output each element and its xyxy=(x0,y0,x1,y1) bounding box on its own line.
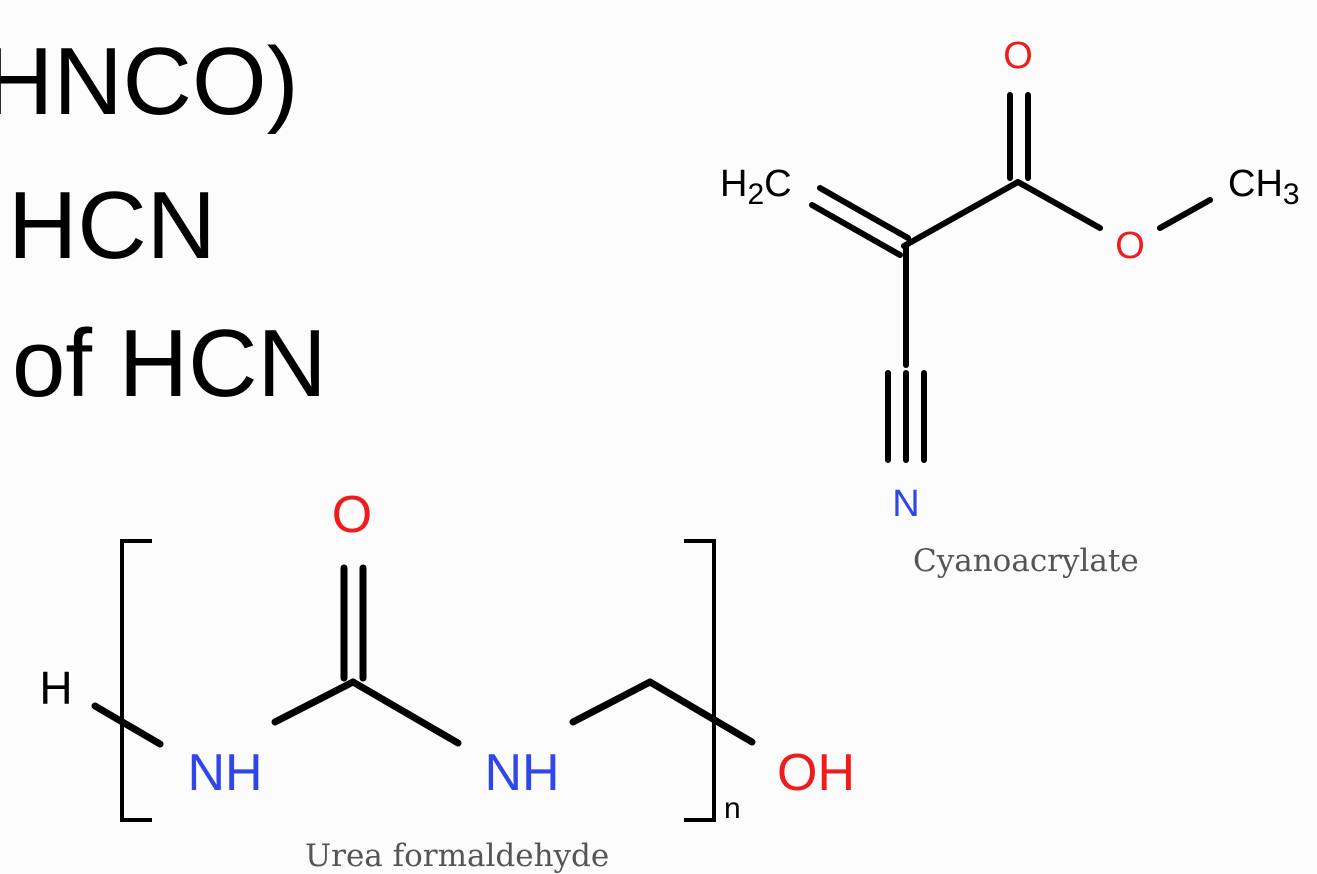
ch2-c: C xyxy=(764,163,791,205)
bond-c-ester-o xyxy=(1015,179,1103,231)
methyl-ch: CH xyxy=(1228,163,1283,205)
urea-end-hydroxyl: OH xyxy=(777,744,855,802)
left-bracket xyxy=(120,539,152,822)
urea-formaldehyde-structure: H O NH NH OH n xyxy=(39,486,855,825)
urea-nh-left: NH xyxy=(187,744,262,802)
slide-text-line-2: HCN xyxy=(8,172,216,279)
cyanoacrylate-caption: Cyanoacrylate xyxy=(913,543,1139,579)
cyano-ester-oxygen: O xyxy=(1115,225,1145,267)
methyl-subscript: 3 xyxy=(1283,178,1300,211)
bond-c-nh xyxy=(349,678,462,747)
slide-text-line-1: HNCO) xyxy=(0,28,299,135)
urea-bonds xyxy=(91,564,756,748)
repeat-brackets xyxy=(120,539,716,822)
bond-ch2-oh xyxy=(646,678,756,746)
urea-repeat-subscript: n xyxy=(724,792,741,825)
urea-formaldehyde-caption: Urea formaldehyde xyxy=(305,838,610,874)
cyano-methyl-label: CH3 xyxy=(1228,163,1300,211)
ch2-h: H xyxy=(720,163,747,205)
cyanoacrylate-structure: O O N H2C CH3 xyxy=(720,35,1300,525)
urea-nh-right: NH xyxy=(484,744,559,802)
bond-o-methyl xyxy=(1157,197,1213,231)
slide-text-line-3: of HCN xyxy=(12,310,327,417)
urea-end-hydrogen: H xyxy=(39,662,72,714)
cyanoacrylate-bonds xyxy=(809,92,1213,463)
bond-h-nh xyxy=(91,702,164,748)
bond-ch2-double-b xyxy=(809,202,903,258)
right-bracket xyxy=(684,539,716,822)
urea-carbonyl-oxygen: O xyxy=(332,486,372,544)
bond-ch2-double-a xyxy=(817,185,911,241)
cyano-carbonyl-oxygen: O xyxy=(1003,35,1033,77)
bond-c-carbonyl xyxy=(901,179,1021,249)
cyano-nitrile-nitrogen: N xyxy=(892,483,919,525)
cyano-ch2-label: H2C xyxy=(720,163,792,211)
bond-nh-c xyxy=(271,678,357,726)
ch2-subscript: 2 xyxy=(747,178,764,211)
bond-nh-ch2 xyxy=(569,678,654,726)
